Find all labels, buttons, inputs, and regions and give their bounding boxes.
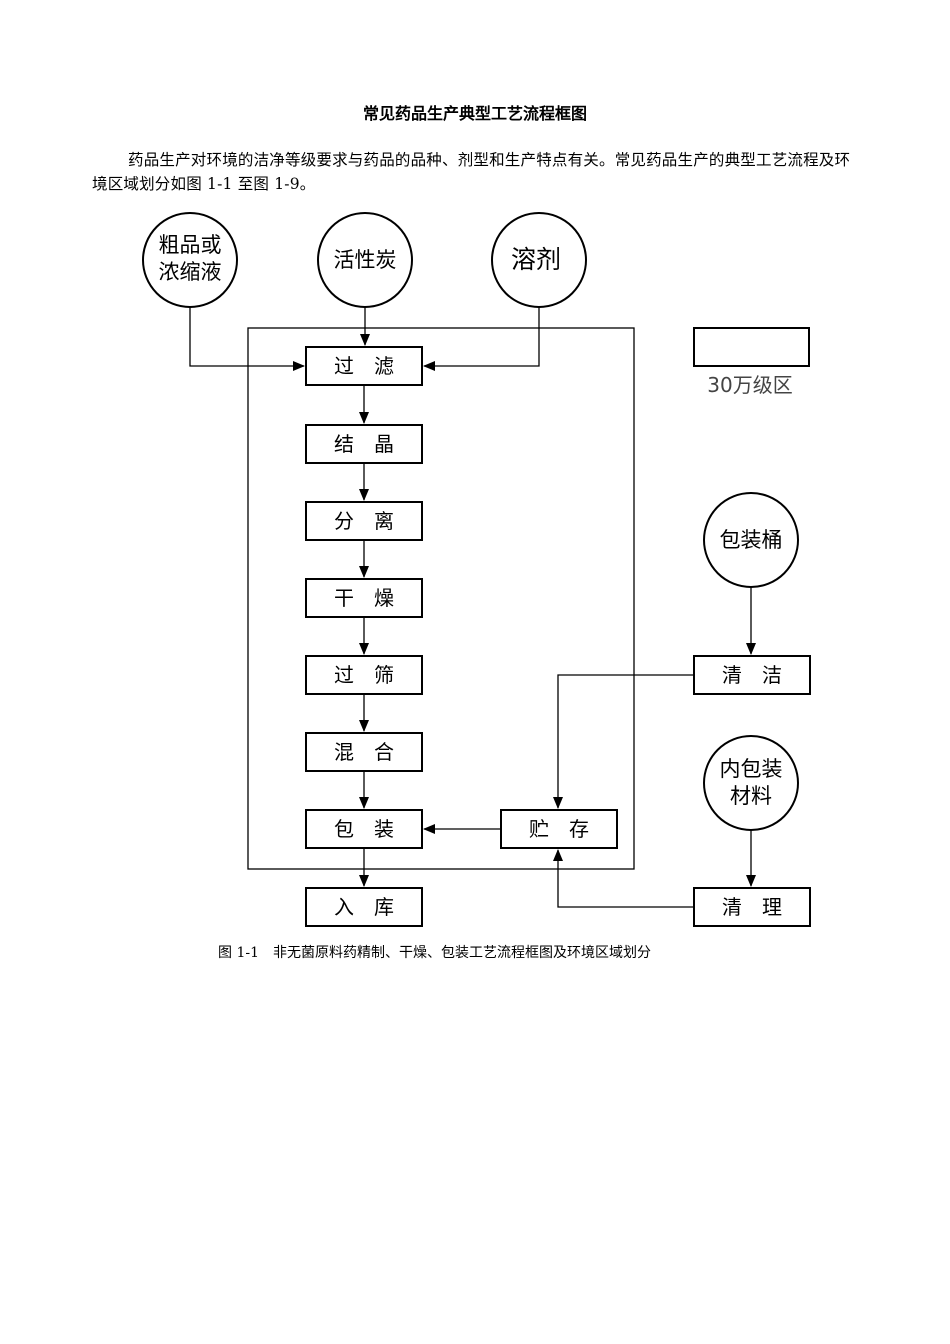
- step-separate-box: 分 离: [305, 501, 423, 541]
- input-drum-circle: 包装桶: [703, 492, 799, 588]
- input-solvent-label: 溶剂: [511, 245, 561, 274]
- input-solvent-circle: 溶剂: [491, 212, 587, 308]
- step-pack-label: 包 装: [334, 817, 394, 841]
- step-dry-box: 干 燥: [305, 578, 423, 618]
- input-drum-label: 包装桶: [720, 528, 783, 552]
- step-separate-label: 分 离: [334, 509, 394, 533]
- step-mix-box: 混 合: [305, 732, 423, 772]
- step-crystallize-box: 结 晶: [305, 424, 423, 464]
- step-pack-box: 包 装: [305, 809, 423, 849]
- zone-legend-label: 30万级区: [707, 373, 792, 397]
- step-filter-label: 过 滤: [334, 354, 394, 378]
- step-warehouse-box: 入 库: [305, 887, 423, 927]
- step-tidy-box: 清 理: [693, 887, 811, 927]
- intro-paragraph: 药品生产对环境的洁净等级要求与药品的品种、剂型和生产特点有关。常见药品生产的典型…: [92, 151, 851, 193]
- step-warehouse-label: 入 库: [334, 895, 394, 919]
- step-tidy-label: 清 理: [722, 895, 782, 919]
- input-carbon-label: 活性炭: [334, 248, 397, 272]
- page-title: 常见药品生产典型工艺流程框图: [362, 104, 587, 123]
- zone-legend: 30万级区: [693, 327, 810, 397]
- step-filter-box: 过 滤: [305, 346, 423, 386]
- input-inner-material-circle: 内包装 材料: [703, 735, 799, 831]
- input-crude-circle: 粗品或 浓缩液: [142, 212, 238, 308]
- arrow-solvent-to-filter: [423, 307, 540, 371]
- figure-caption: 图 1-1 非无菌原料药精制、干燥、包装工艺流程框图及环境区域划分: [218, 945, 651, 961]
- step-crystallize-label: 结 晶: [334, 432, 394, 456]
- arrow-clean-to-store: [553, 674, 694, 809]
- zone-legend-swatch: [693, 327, 810, 367]
- step-dry-label: 干 燥: [334, 586, 394, 610]
- step-store-box: 贮 存: [500, 809, 618, 849]
- clean-zone-boundary: [247, 327, 635, 870]
- input-carbon-circle: 活性炭: [317, 212, 413, 308]
- input-inner-material-label-2: 材料: [730, 784, 772, 808]
- arrow-crude-to-filter: [189, 307, 305, 371]
- step-clean-box: 清 洁: [693, 655, 811, 695]
- step-mix-label: 混 合: [334, 740, 394, 764]
- arrow-tidy-to-store: [553, 849, 694, 908]
- step-sieve-label: 过 筛: [334, 663, 394, 687]
- input-crude-label-2: 浓缩液: [159, 260, 222, 284]
- step-clean-label: 清 洁: [722, 663, 782, 687]
- input-inner-material-label-1: 内包装: [720, 757, 783, 781]
- input-crude-label-1: 粗品或: [159, 233, 222, 257]
- step-sieve-box: 过 筛: [305, 655, 423, 695]
- step-store-label: 贮 存: [529, 817, 589, 841]
